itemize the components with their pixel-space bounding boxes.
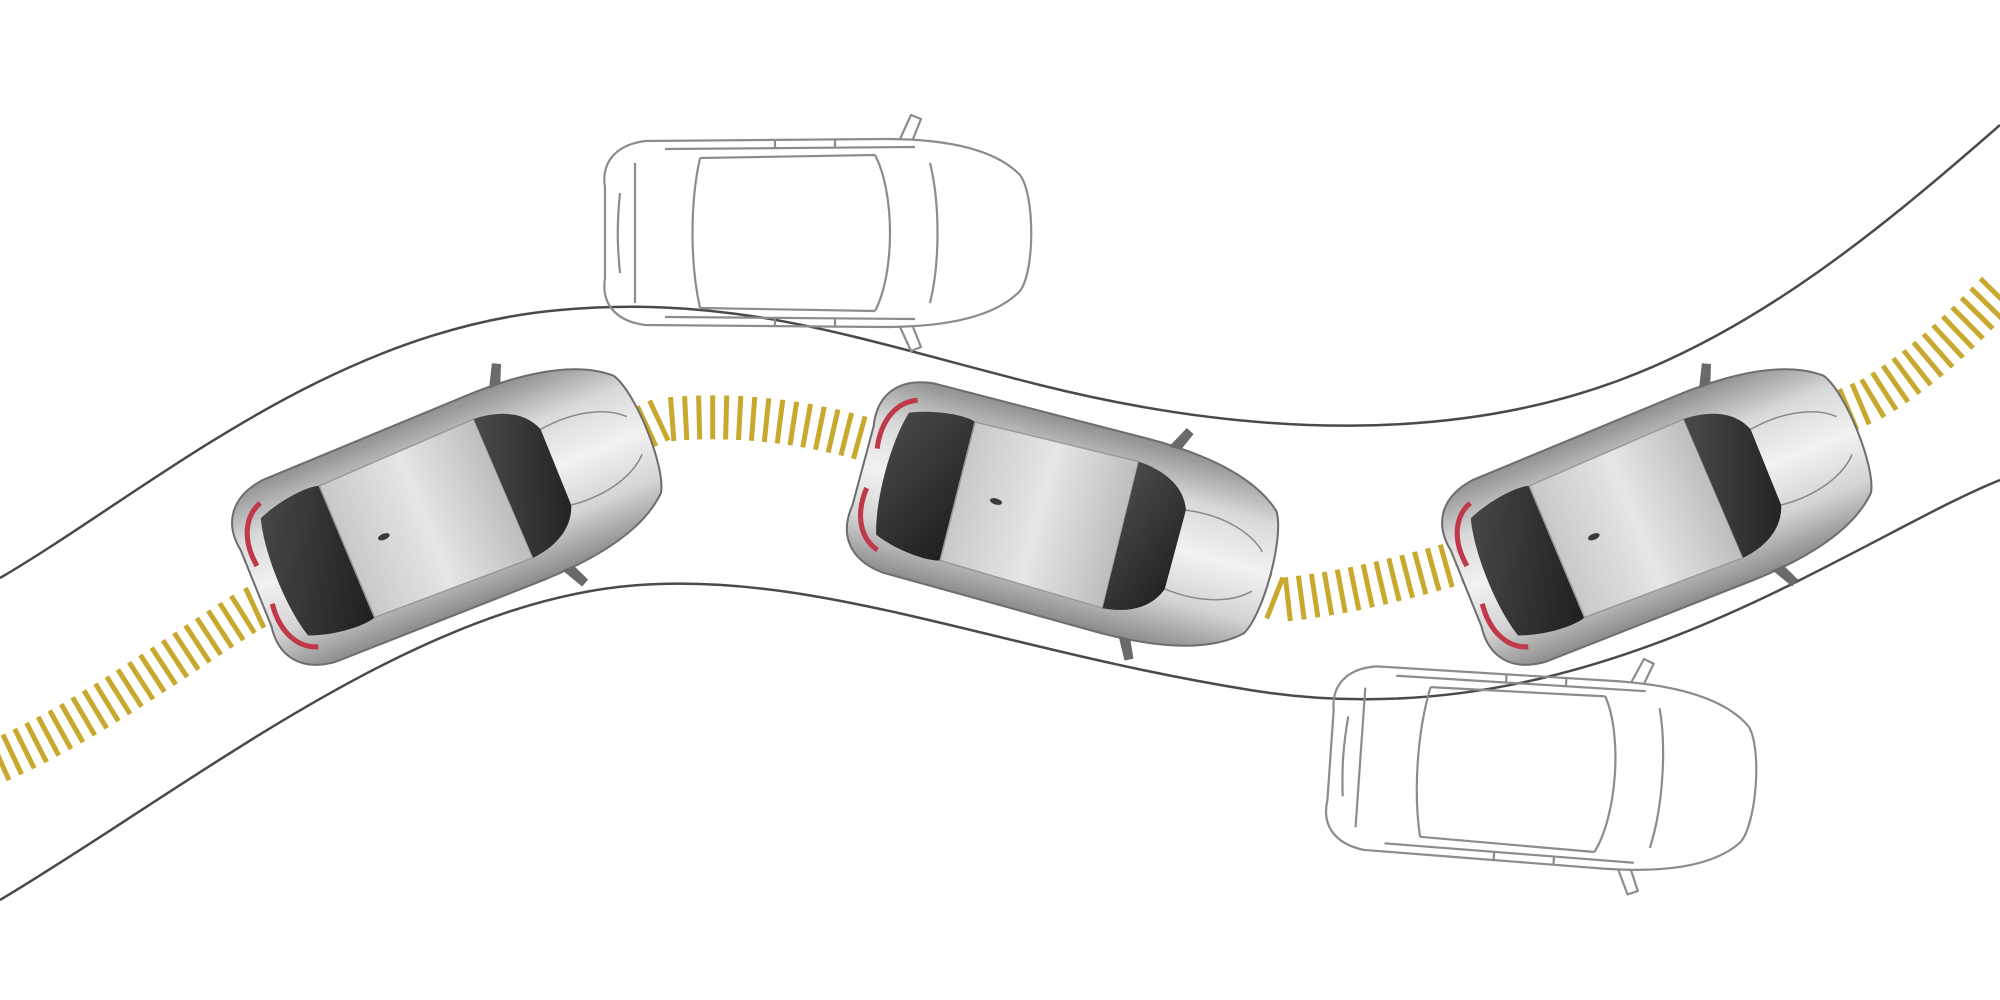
guidance-dash	[774, 399, 786, 444]
guidance-dash	[1969, 286, 2000, 321]
guidance-dash	[183, 624, 212, 664]
guidance-dash	[217, 601, 246, 642]
guidance-dash	[1950, 305, 1985, 341]
guidance-dash	[647, 399, 671, 442]
guidance-dash	[243, 586, 267, 629]
guidance-dash	[1360, 563, 1375, 608]
active-car-middle	[831, 349, 1302, 691]
guidance-dash	[1940, 314, 1975, 350]
car-outline-icon	[603, 113, 1033, 353]
guidance-dash	[1437, 544, 1455, 588]
road-lower-edge	[0, 478, 2000, 902]
car-top-view-icon	[831, 349, 1302, 691]
guidance-dash	[194, 616, 223, 657]
active-car-left	[210, 319, 692, 701]
guidance-dash	[787, 401, 800, 446]
guidance-dash	[149, 646, 178, 686]
guidance-dash	[1959, 296, 1995, 331]
guidance-dash	[696, 395, 703, 440]
guidance-dash	[1264, 576, 1286, 620]
guidance-dash	[0, 733, 24, 776]
guidance-dash	[1931, 323, 1965, 360]
guidance-dash	[0, 753, 12, 782]
guidance-dash	[1386, 557, 1402, 602]
parked-car-bottom	[1320, 636, 1766, 904]
parked-car-top	[603, 113, 1033, 353]
guidance-dash	[1901, 348, 1933, 387]
guidance-dash	[1295, 575, 1307, 620]
guidance-dash	[736, 395, 744, 441]
guidance-dash	[838, 412, 855, 457]
guidance-dash	[24, 721, 49, 764]
guidance-dash	[1321, 571, 1335, 616]
guidance-dash	[12, 727, 37, 770]
guidance-dash	[138, 653, 167, 694]
guidance-dash	[723, 395, 730, 440]
guidance-dash	[70, 696, 98, 737]
guidance-dash	[1424, 547, 1442, 592]
guidance-dash	[104, 675, 133, 716]
guidance-dash	[1373, 560, 1389, 605]
guidance-dash	[761, 397, 772, 443]
guidance-dash	[93, 682, 121, 723]
guidance-dash	[682, 395, 690, 441]
guidance-dash	[81, 689, 109, 730]
guidance-dash	[115, 668, 144, 708]
guidance-dash	[1334, 569, 1348, 614]
car-top-view-icon	[210, 319, 692, 701]
guidance-dash	[1308, 573, 1321, 618]
guidance-dash	[1880, 364, 1911, 404]
guidance-dash	[172, 631, 201, 671]
guidance-dash	[668, 396, 677, 442]
road-upper-edge	[0, 124, 2000, 580]
active-car-right	[1420, 319, 1902, 701]
guidance-dash	[748, 396, 758, 441]
guidance-dash	[1412, 551, 1429, 595]
guidance-dash	[1399, 554, 1416, 599]
guidance-dash	[1911, 340, 1944, 378]
car-top-view-icon	[1420, 319, 1902, 701]
guidance-dash	[1870, 371, 1899, 412]
guidance-dash	[1282, 577, 1293, 622]
guidance-dash	[35, 715, 62, 757]
guidance-dash	[1849, 382, 1872, 426]
car-outline-icon	[1320, 636, 1766, 904]
guidance-dash	[1859, 378, 1887, 419]
guidance-dash	[813, 406, 827, 451]
guidance-dash	[1891, 356, 1922, 396]
guidance-dash	[800, 403, 813, 448]
guidance-dash	[47, 709, 74, 751]
guidance-dash	[127, 660, 156, 701]
guidance-dash	[1921, 332, 1955, 369]
guidance-dash	[1978, 276, 2000, 302]
guidance-dash	[59, 702, 86, 744]
guidance-dash	[229, 594, 257, 635]
guidance-dash	[851, 415, 868, 460]
guidance-dash	[160, 638, 190, 679]
guidance-dash	[206, 609, 235, 649]
guidance-dash	[825, 409, 841, 454]
guidance-dash	[1347, 566, 1362, 611]
